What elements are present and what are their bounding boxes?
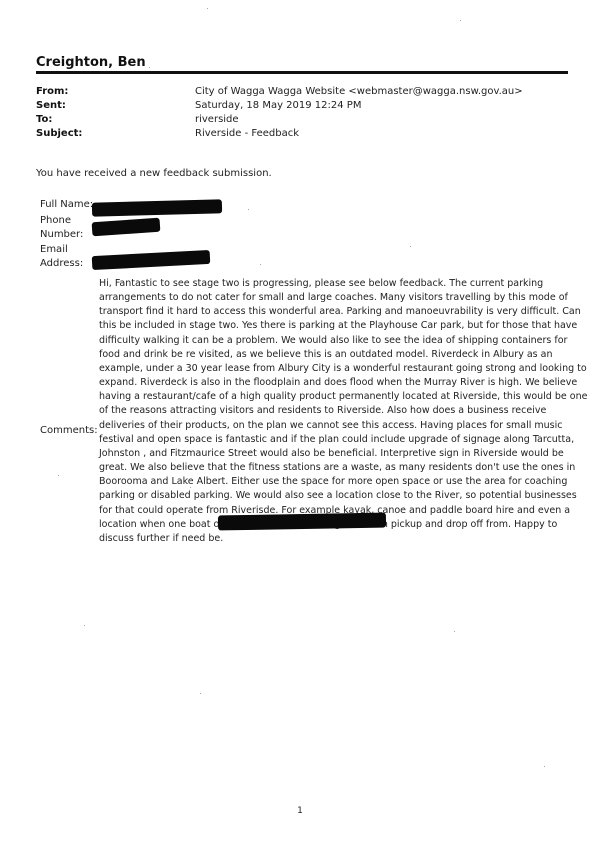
header-from-row: From: City of Wagga Wagga Website <webma… [36,85,576,99]
scan-speck [410,246,412,248]
comment-line: of the reasons attracting visitors and r… [99,405,547,417]
subject-label: Subject: [36,128,83,139]
comment-line: Johnston , and Fitzmaurice Street would … [99,447,564,459]
intro-text: You have received a new feedback submiss… [36,168,272,179]
scan-speck [149,67,151,69]
scan-speck [190,487,192,489]
comment-line: transport find it hard to access this wo… [99,306,581,318]
comment-line: this be included in stage two. Yes there… [99,320,578,332]
sender-name: Creighton, Ben [36,55,146,70]
phone-label: Phone Number: [40,215,84,240]
scan-speck [460,20,462,22]
comment-line: great. We also believe that the fitness … [99,462,576,474]
comment-line: parking or disabled parking. We would al… [99,490,577,502]
full-name-redaction [91,199,223,217]
from-value: City of Wagga Wagga Website <webmaster@w… [195,86,523,97]
scan-speck [454,631,456,633]
comment-line: Hi, Fantastic to see stage two is progre… [99,278,544,289]
to-value: riverside [195,114,239,125]
comment-line: for that could operate from Riverisde. F… [99,504,571,516]
comment-line: example, under a 30 year lease from Albu… [99,362,587,374]
comments-label: Comments: [40,425,98,436]
comment-line: deliveries of their products, on the pla… [99,419,563,431]
scan-speck [200,693,202,695]
page-number: 1 [297,806,303,816]
to-label: To: [36,114,53,125]
email-redaction [91,249,211,271]
scan-speck [84,625,86,627]
comment-line: difficulty walking it can be a problem. … [99,334,568,346]
comment-line: arrangements to do not cater for small a… [99,292,568,304]
comment-line: food and drink be re visited, as we beli… [99,348,553,360]
scan-speck [248,209,250,211]
sent-label: Sent: [36,100,66,111]
email-label: Email Address: [40,244,84,269]
from-label: From: [36,86,69,97]
header-to-row: To: riverside [36,113,576,127]
scan-speck [544,766,546,768]
scan-speck [58,475,60,477]
subject-value: Riverside - Feedback [195,128,299,139]
header-rule [36,71,568,74]
comment-line: expand. Riverdeck is also in the floodpl… [99,377,578,389]
comment-line: discuss further if need be. [99,532,224,544]
sent-value: Saturday, 18 May 2019 12:24 PM [195,100,362,111]
full-name-label: Full Name: [40,199,94,210]
comment-line: having a restaurant/cafe of a high quali… [99,391,588,403]
header-sent-row: Sent: Saturday, 18 May 2019 12:24 PM [36,99,576,113]
scan-speck [260,264,262,266]
comment-line: Boorooma and Lake Albert. Either use the… [99,476,568,488]
phone-redaction [91,217,161,237]
comments-body: Hi, Fantastic to see stage two is progre… [99,277,588,546]
comment-line: festival and open space is fantastic and… [99,433,575,445]
header-subject-row: Subject: Riverside - Feedback [36,127,576,141]
signature-redaction [217,512,387,531]
scan-speck [207,8,209,10]
